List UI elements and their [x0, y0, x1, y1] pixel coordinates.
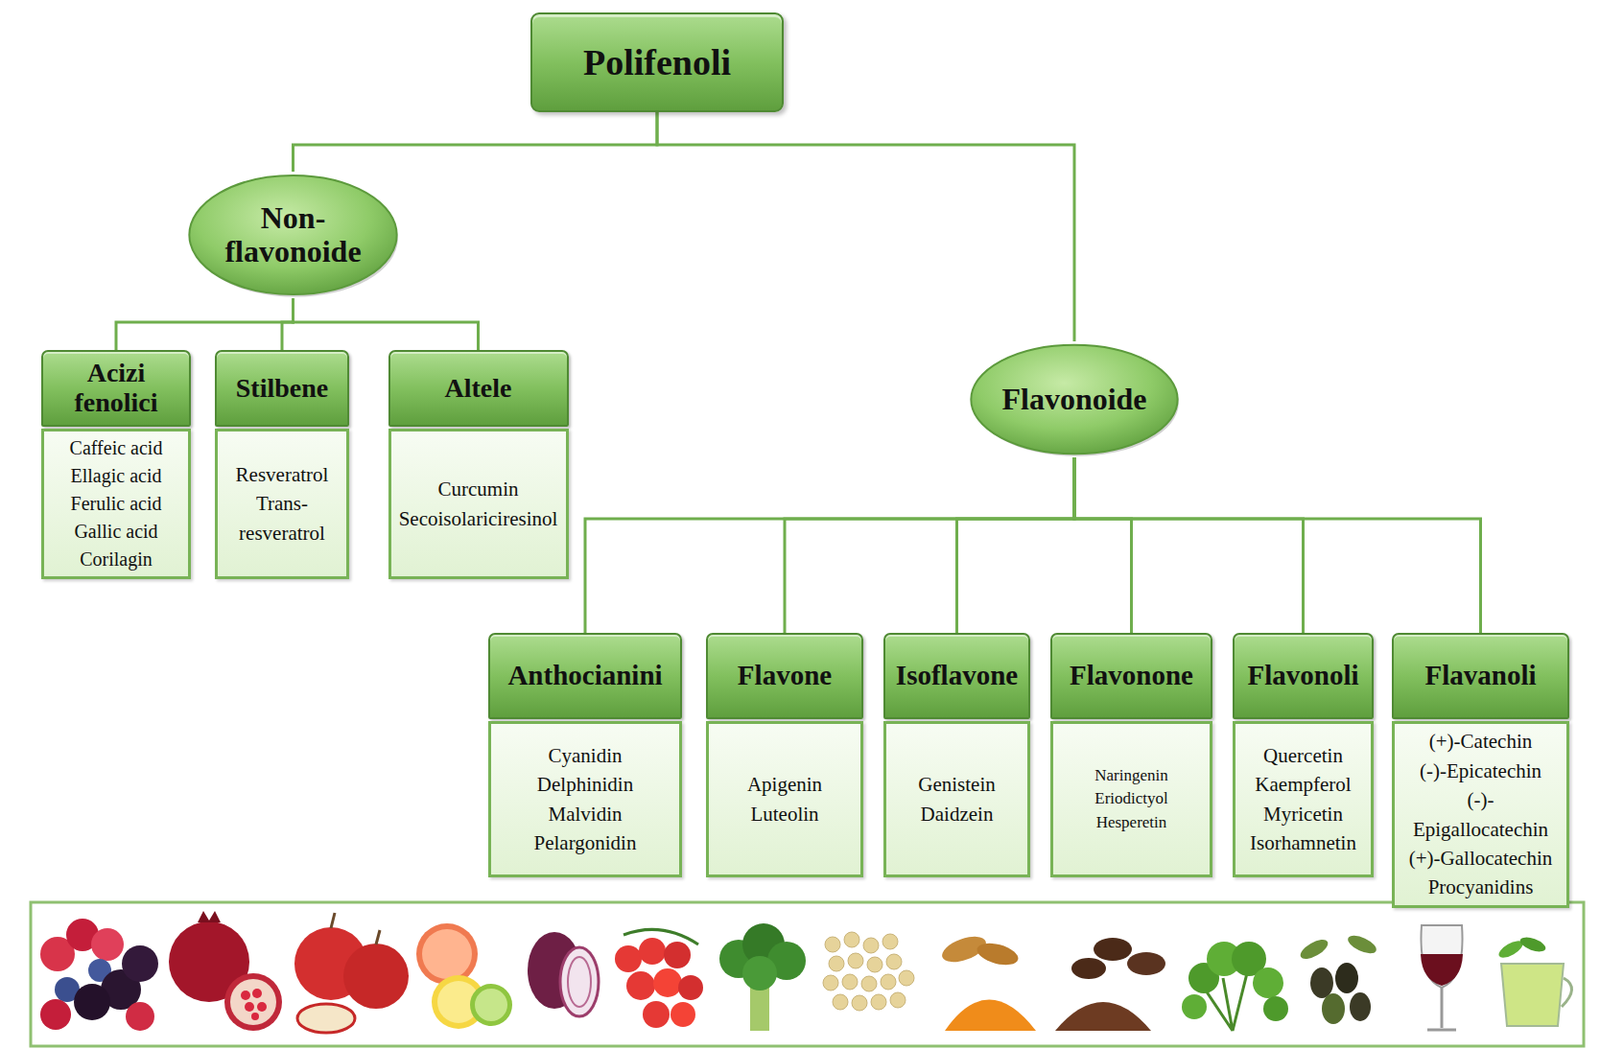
node-label: Flavanoli	[1424, 660, 1536, 692]
compound-name: Naringenin	[1094, 764, 1168, 789]
node-label: Polifenoli	[583, 41, 731, 84]
node-label: Flavonoide	[1001, 382, 1147, 417]
compound-name: Myricetin	[1263, 800, 1343, 829]
compound-list: Caffeic acidEllagic acidFerulic acidGall…	[41, 428, 191, 580]
compound-name: Curcumin	[438, 474, 519, 504]
connector-line	[657, 112, 1075, 342]
compound-list: ApigeninLuteolin	[705, 721, 864, 878]
onion	[527, 932, 599, 1017]
category-box: FlavoneApigeninLuteolin	[705, 633, 864, 878]
connector-line	[1074, 457, 1132, 634]
compound-name: Malvidin	[548, 800, 623, 829]
compound-name: Isorhamnetin	[1249, 828, 1357, 858]
compound-name: Hesperetin	[1096, 811, 1168, 836]
compound-name: (+)-Gallocatechin	[1409, 844, 1553, 873]
compound-name: Corilagin	[79, 545, 153, 574]
compound-name: (+)-Catechin	[1429, 727, 1532, 756]
compound-name: Quercetin	[1263, 741, 1343, 771]
connector-line	[1074, 457, 1304, 634]
compound-name: Genistein	[917, 770, 995, 800]
category-box: AlteleCurcuminSecoisolariciresinol	[388, 350, 569, 580]
pomegranate	[168, 911, 283, 1032]
category-box: StilbeneResveratrolTrans- resveratrol	[214, 350, 350, 580]
compound-name: Kaempferol	[1254, 770, 1351, 800]
category-header: Flavonone	[1050, 633, 1213, 720]
compound-name: Resveratrol	[235, 460, 330, 490]
compound-name: Eriodictyol	[1094, 787, 1168, 812]
strip-frame	[30, 902, 1584, 1047]
category-header: Anthocianini	[488, 633, 683, 720]
cocoa	[1055, 938, 1166, 1032]
group-ellipse: Non-flavonoide	[186, 171, 400, 299]
category-header: Flavone	[705, 633, 864, 720]
category-header: Acizi fenolici	[41, 350, 191, 427]
compound-name: Apigenin	[747, 770, 823, 800]
compound-name: Daidzein	[920, 800, 994, 829]
compound-name: Gallic acid	[73, 517, 158, 546]
node-label: Isoflavone	[895, 660, 1018, 692]
compound-list: (+)-Catechin(-)-Epicatechin(-)-Epigalloc…	[1391, 721, 1570, 909]
node-label: Acizi fenolici	[48, 358, 184, 419]
node-label: Flavone	[737, 660, 832, 692]
category-box: FlavononeNaringeninEriodictyolHesperetin	[1050, 633, 1213, 878]
category-header: Flavanoli	[1391, 633, 1570, 720]
node-label: Stilbene	[235, 374, 329, 404]
parsley	[1181, 941, 1289, 1032]
compound-name: Trans- resveratrol	[223, 489, 341, 548]
compound-list: GenisteinDaidzein	[883, 721, 1031, 878]
berries	[40, 918, 159, 1032]
root-box: Polifenoli	[530, 12, 784, 113]
wine-glass	[1420, 925, 1463, 1031]
node-label: Flavonone	[1069, 660, 1194, 692]
compound-name: Secoisolariciresinol	[399, 504, 559, 534]
turmeric	[939, 931, 1036, 1032]
compound-list: CyanidinDelphinidinMalvidinPelargonidin	[488, 721, 683, 878]
category-box: IsoflavoneGenisteinDaidzein	[883, 633, 1031, 878]
node-label: Anthocianini	[507, 660, 662, 692]
connector-line	[957, 457, 1076, 634]
category-box: Flavanoli (+)-Catechin(-)-Epicatechin(-)-…	[1391, 633, 1570, 909]
category-header: Altele	[388, 350, 569, 427]
compound-name: Cyanidin	[548, 741, 623, 771]
citrus	[416, 923, 513, 1030]
connector-line	[282, 298, 294, 351]
apples	[294, 913, 409, 1034]
category-header: Isoflavone	[883, 633, 1031, 720]
soybeans	[823, 932, 915, 1012]
compound-name: Caffeic acid	[70, 434, 164, 463]
category-header: Flavonoli	[1232, 633, 1374, 720]
compound-name: Ellagic acid	[70, 462, 163, 491]
compound-name: Ferulic acid	[70, 490, 163, 518]
connector-line	[784, 457, 1075, 634]
node-label: Altele	[445, 374, 513, 404]
tomatoes	[614, 929, 704, 1029]
compound-name: Luteolin	[750, 800, 819, 829]
compound-name: Procyanidins	[1428, 872, 1534, 902]
connector-line	[293, 298, 479, 351]
connector-line	[585, 457, 1075, 634]
green-tea	[1496, 935, 1573, 1027]
connector-line	[1074, 457, 1482, 634]
compound-list: CurcuminSecoisolariciresinol	[388, 428, 569, 580]
compound-name: Delphinidin	[537, 770, 634, 800]
group-ellipse: Flavonoide	[967, 341, 1181, 458]
connector-line	[116, 298, 294, 351]
compound-list: ResveratrolTrans- resveratrol	[214, 428, 350, 580]
node-label: Non-flavonoide	[211, 201, 376, 269]
olives	[1297, 932, 1380, 1025]
compound-list: QuercetinKaempferolMyricetinIsorhamnetin	[1232, 721, 1374, 878]
category-header: Stilbene	[214, 350, 350, 427]
node-label: Flavonoli	[1247, 660, 1359, 692]
compound-name: (-)-Epicatechin	[1419, 756, 1542, 786]
compound-name: (-)-Epigallocatechin	[1400, 785, 1561, 845]
category-box: Acizi fenoliciCaffeic acidEllagic acidFe…	[41, 350, 191, 580]
compound-name: Pelargonidin	[534, 828, 637, 858]
category-box: AnthocianiniCyanidinDelphinidinMalvidinP…	[488, 633, 683, 878]
connector-line	[293, 112, 659, 172]
compound-list: NaringeninEriodictyolHesperetin	[1050, 721, 1213, 878]
category-box: FlavonoliQuercetinKaempferolMyricetinIso…	[1232, 633, 1374, 878]
broccoli	[719, 923, 806, 1032]
